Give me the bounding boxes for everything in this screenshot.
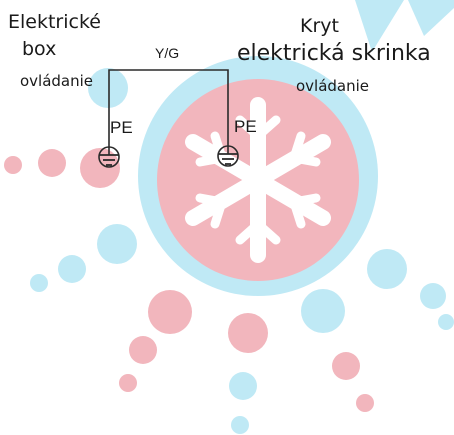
left-ground-label: PE	[110, 118, 133, 137]
right-unit-subtitle: ovládanie	[296, 77, 370, 95]
left-unit-subtitle: ovládanie	[20, 72, 94, 90]
wire-label: Y/G	[155, 45, 180, 61]
ground-symbol-icon	[98, 146, 120, 168]
right-unit-title-line1: Kryt	[300, 15, 339, 37]
left-unit-title-line2: box	[22, 38, 57, 60]
ground-symbol-icon	[217, 145, 239, 167]
left-unit-title-line1: Elektrické	[8, 11, 101, 33]
right-ground-label: PE	[234, 117, 257, 136]
right-unit-title-line2: elektrická skrinka	[237, 41, 431, 66]
